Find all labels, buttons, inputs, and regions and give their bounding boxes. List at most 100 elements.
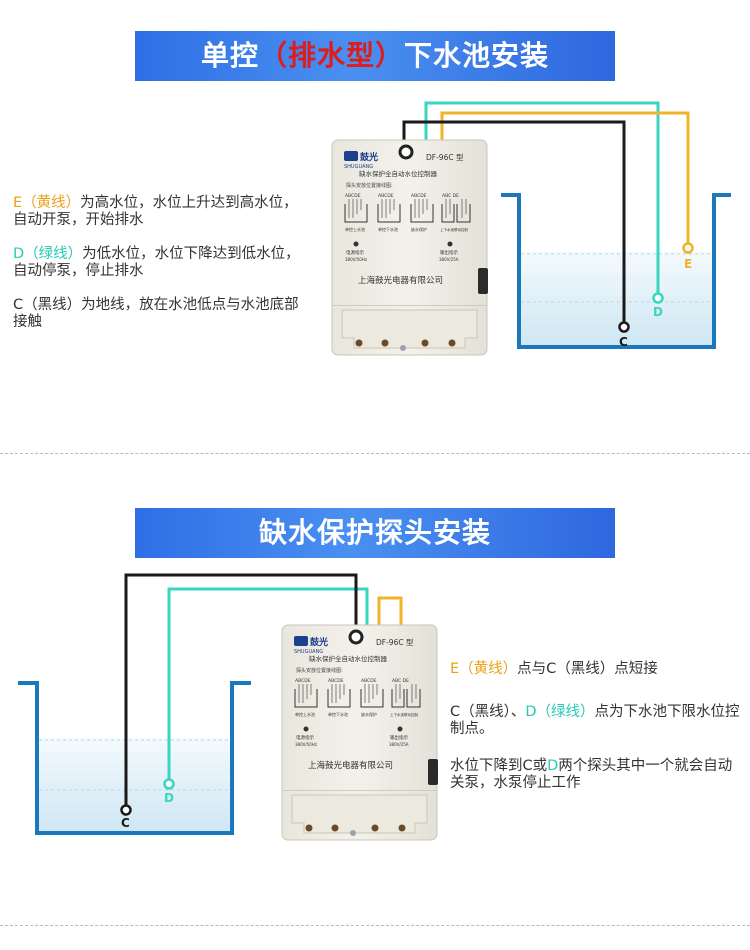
e-color-word: （黄线） — [22, 195, 81, 211]
section1-title-post: 下水池安装 — [404, 39, 550, 72]
probe-e-label: E — [684, 257, 692, 271]
brand-name: 鼓光 — [360, 151, 378, 163]
section2-wires — [124, 573, 403, 809]
terminal-screw — [305, 824, 313, 832]
mode-label: 单控上水池 — [295, 711, 315, 717]
section1-water-tank — [501, 193, 731, 349]
output-indicator-led — [447, 241, 453, 247]
terminal-letters: ABCDE — [295, 678, 311, 684]
lower-limit-text: 点为下水池下限水位控制点。 — [450, 704, 740, 737]
dashed-separator — [0, 453, 750, 454]
section1-title-pre: 单控 — [200, 39, 259, 72]
d-color-word: （绿线） — [24, 246, 83, 262]
side-switch — [478, 268, 488, 294]
d-letter: D — [547, 758, 559, 774]
d-description: 为低水位，水位下降达到低水位，自动停泵，停止排水 — [13, 246, 300, 279]
brand-logo-icon — [344, 151, 358, 161]
mode-diagram: ABCDE 单控上水池 — [344, 193, 368, 232]
brand-english: SHUGUANG — [294, 649, 323, 655]
terminal-letters: ABC DE — [392, 678, 409, 684]
brand-logo-icon — [294, 636, 308, 646]
device-heading: 缺水保护全自动水位控制器 — [359, 169, 438, 178]
mode-diagram: ABCDE 单控上水池 — [294, 678, 318, 717]
probe-e — [682, 242, 694, 254]
probe-c — [120, 804, 132, 816]
output-spec: 380V/25A — [439, 257, 459, 262]
section1-probes: E D C — [618, 242, 694, 349]
mode-label: 缺水保护 — [411, 226, 427, 232]
probe-c-label: C — [121, 816, 130, 830]
terminal-screw — [371, 824, 379, 832]
probe-d — [652, 292, 664, 304]
mode-diagram: ABCDE 单控下水池 — [377, 193, 401, 232]
side-switch — [428, 759, 438, 785]
mode-label: 上下水池联动控制 — [390, 712, 418, 717]
terminal-block — [341, 309, 478, 349]
output-label: 输出指示 — [440, 249, 458, 256]
terminal-letters: ABC DE — [442, 193, 459, 199]
terminal-screw — [400, 345, 406, 351]
section2-paragraph-3: 水位下降到C或D两个探头其中一个就会自动关泵，水泵停止工作 — [450, 758, 740, 792]
stop-pump-text: 两个探头其中一个就会自动关泵，水泵停止工作 — [450, 758, 733, 791]
terminal-screw — [448, 339, 456, 347]
power-label: 电源指示 — [296, 734, 314, 741]
power-indicator-led — [353, 241, 359, 247]
mode-label: 上下水池联动控制 — [440, 227, 468, 232]
section2-probes: D C — [120, 778, 175, 830]
mode-diagram: ABCDE 单控下水池 — [327, 678, 351, 717]
e-description: 为高水位，水位上升达到高水位，自动开泵，开始排水 — [13, 195, 298, 228]
mode-diagram: ABCDE 缺水保护 — [360, 678, 384, 717]
terminal-screw — [398, 824, 406, 832]
c-color-word: （黑线） — [23, 297, 82, 313]
model-label: DF-96C 型 — [376, 638, 414, 647]
power-spec: 380V/50Hz — [295, 742, 317, 747]
terminal-screw — [381, 339, 389, 347]
e-color-word: （黄线） — [459, 661, 518, 677]
dashed-separator — [0, 925, 750, 926]
output-spec: 380V/25A — [389, 742, 409, 747]
terminal-block — [291, 794, 428, 834]
brand-name: 鼓光 — [310, 636, 328, 648]
mode-label: 缺水保护 — [361, 711, 377, 717]
model-label: DF-96C 型 — [426, 153, 464, 162]
output-indicator-led — [397, 726, 403, 732]
c-text: C（黑线）、 — [450, 704, 526, 720]
d-color-word: （绿线） — [536, 704, 595, 720]
terminal-letters: ABCDE — [328, 678, 344, 684]
power-indicator-led — [303, 726, 309, 732]
probe-c-label: C — [619, 335, 628, 349]
section1-paragraph-c: C（黑线）为地线，放在水池低点与水池底部接触 — [13, 297, 305, 331]
section1-title-banner: 单控（排水型）下水池安装 — [135, 31, 615, 81]
e-letter: E — [450, 661, 460, 677]
power-spec: 380V/50Hz — [345, 257, 367, 262]
section2-paragraph-2: C（黑线）、D（绿线）点为下水池下限水位控制点。 — [450, 704, 740, 738]
d-letter: D — [525, 704, 537, 720]
terminal-letters: ABCDE — [411, 193, 427, 199]
section1-paragraph-e: E（黄线）为高水位，水位上升达到高水位，自动开泵，开始排水 — [13, 195, 305, 229]
section1-title-red: （排水型） — [258, 39, 404, 72]
company-name: 上海鼓光电器有限公司 — [358, 275, 443, 286]
d-letter: D — [13, 246, 25, 262]
brand-english: SHUGUANG — [344, 164, 373, 170]
terminal-screw — [350, 830, 356, 836]
terminal-screw — [331, 824, 339, 832]
section2-paragraph-1: E（黄线）点与C（黑线）点短接 — [450, 661, 740, 678]
probe-d-label: D — [653, 305, 663, 319]
section1-paragraph-d: D（绿线）为低水位，水位下降达到低水位，自动停泵，停止排水 — [13, 246, 305, 280]
e-letter: E — [13, 195, 23, 211]
section1-controller-device: 鼓光 SHUGUANG DF-96C 型 缺水保护全自动水位控制器 探头安放位置… — [331, 139, 488, 356]
probe-d — [163, 778, 175, 790]
mode-diagram: ABCDE 缺水保护 — [410, 193, 434, 232]
terminal-letters: ABCDE — [378, 193, 394, 199]
section2-water-tank — [18, 681, 251, 835]
c-description: 为地线，放在水池低点与水池底部接触 — [13, 297, 299, 330]
probe-d-label: D — [164, 791, 174, 805]
mode-label: 单控上水池 — [345, 226, 365, 232]
probe-c — [618, 321, 630, 333]
mode-diagram: ABC DE 上下水池联动控制 — [440, 193, 471, 232]
c-letter: C — [13, 297, 24, 313]
device-heading: 缺水保护全自动水位控制器 — [309, 654, 388, 663]
section1-wires — [402, 101, 690, 327]
output-label: 输出指示 — [390, 734, 408, 741]
